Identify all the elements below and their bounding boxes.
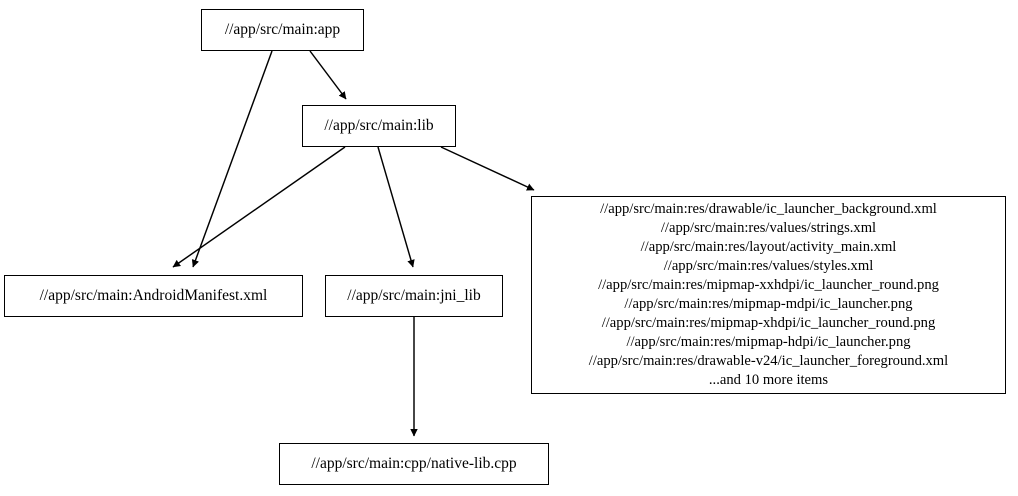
node-native-lib-cpp[interactable]: //app/src/main:cpp/native-lib.cpp xyxy=(279,443,549,485)
node-resources-group[interactable]: //app/src/main:res/drawable/ic_launcher_… xyxy=(531,196,1006,394)
node-lib[interactable]: //app/src/main:lib xyxy=(302,105,456,147)
node-android-manifest-label: //app/src/main:AndroidManifest.xml xyxy=(39,286,268,304)
edge-lib-to-jni-lib xyxy=(377,146,415,268)
node-android-manifest[interactable]: //app/src/main:AndroidManifest.xml xyxy=(4,275,303,317)
node-app-label: //app/src/main:app xyxy=(224,20,341,38)
node-jni-lib-label: //app/src/main:jni_lib xyxy=(347,286,481,304)
edge-lib-to-resources xyxy=(440,146,535,191)
node-resources-group-label: //app/src/main:res/drawable/ic_launcher_… xyxy=(588,200,949,389)
edge-lib-to-manifest xyxy=(172,146,346,268)
node-app[interactable]: //app/src/main:app xyxy=(201,9,364,51)
edge-app-to-manifest xyxy=(191,50,273,268)
node-native-lib-cpp-label: //app/src/main:cpp/native-lib.cpp xyxy=(311,454,517,472)
node-lib-label: //app/src/main:lib xyxy=(324,116,434,134)
node-jni-lib[interactable]: //app/src/main:jni_lib xyxy=(325,275,503,317)
edge-app-to-lib xyxy=(309,50,347,100)
